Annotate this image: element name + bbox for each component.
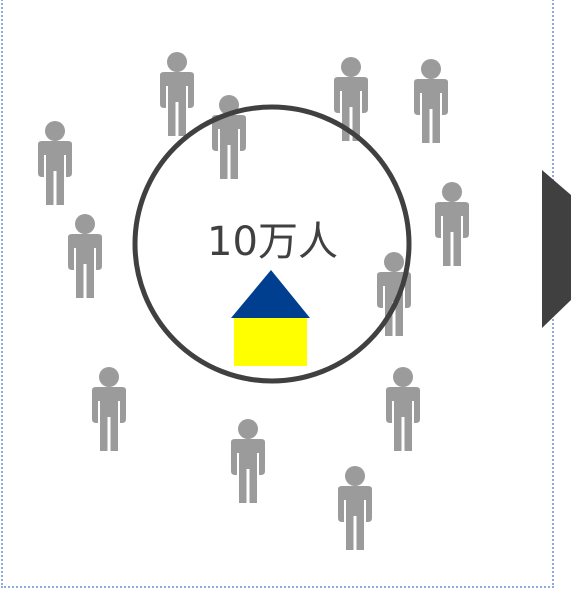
- person-icon: [38, 121, 72, 205]
- person-icon: [92, 367, 126, 451]
- person-icon: [414, 59, 448, 143]
- person-icon: [338, 466, 372, 550]
- house-icon: [231, 270, 310, 366]
- person-icon: [334, 57, 368, 141]
- person-icon: [435, 182, 469, 266]
- person-icon: [68, 214, 102, 298]
- person-icon: [386, 367, 420, 451]
- next-arrow-shape: [542, 170, 571, 328]
- population-circle: [132, 104, 412, 384]
- house-roof: [231, 270, 310, 318]
- person-icon: [231, 419, 265, 503]
- person-icon: [160, 52, 194, 136]
- person-icon: [212, 95, 246, 179]
- population-label: 10万人: [207, 219, 338, 265]
- house-body: [234, 317, 307, 366]
